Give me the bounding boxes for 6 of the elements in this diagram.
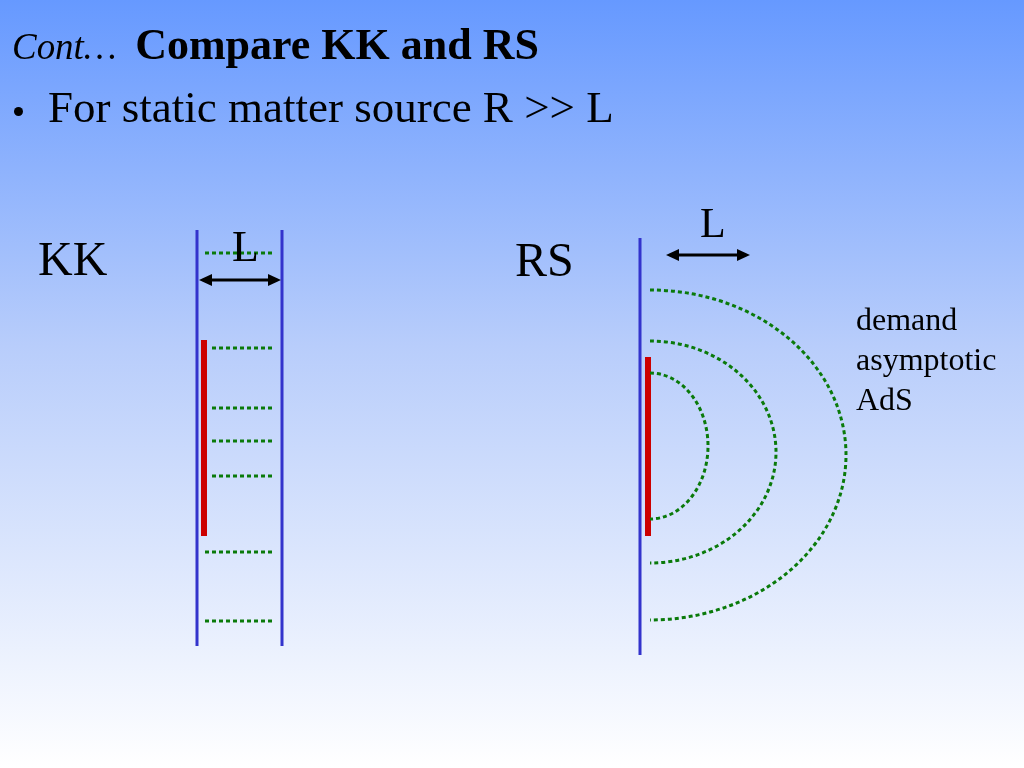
- diagram-label: KK: [38, 231, 108, 287]
- diagram-label: RS: [515, 232, 574, 288]
- slide-title: Cont… Compare KK and RS: [12, 20, 539, 71]
- bullet-text: For static matter source R >> L: [48, 82, 614, 134]
- dimension-label: L: [700, 199, 726, 248]
- note-text: demand asymptotic AdS: [856, 300, 997, 419]
